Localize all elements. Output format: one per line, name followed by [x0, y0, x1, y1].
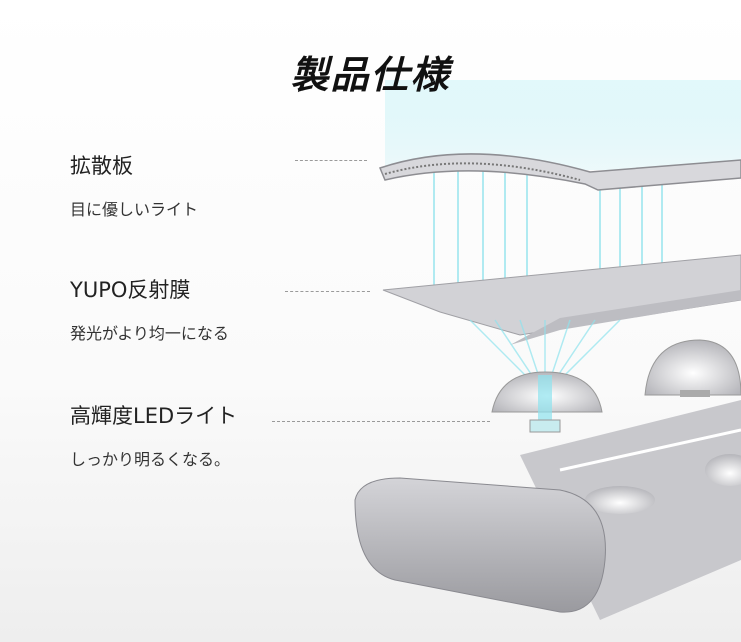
- leader-line: [285, 291, 370, 292]
- feature-desc: 発光がより均一になる: [70, 324, 229, 343]
- feature-desc: しっかり明るくなる。: [70, 450, 231, 469]
- aluminum-housing: [354, 400, 741, 620]
- feature-name: 高輝度LEDライト: [70, 404, 238, 428]
- feature-led: 高輝度LEDライト しっかり明るくなる。: [70, 400, 237, 470]
- leader-line: [272, 421, 490, 422]
- led-domes: [491, 339, 741, 433]
- feature-name: 拡散板: [70, 154, 133, 178]
- feature-diffuser: 拡散板 目に優しいライト: [70, 150, 198, 220]
- feature-reflective-film: YUPO反射膜 発光がより均一になる: [70, 274, 229, 344]
- leader-line: [295, 160, 367, 161]
- feature-desc: 目に優しいライト: [70, 200, 199, 219]
- diffuser-plate: [378, 153, 741, 191]
- reflective-film: [382, 254, 741, 345]
- feature-name: YUPO反射膜: [70, 278, 191, 302]
- page-title: 製品仕様: [290, 53, 451, 97]
